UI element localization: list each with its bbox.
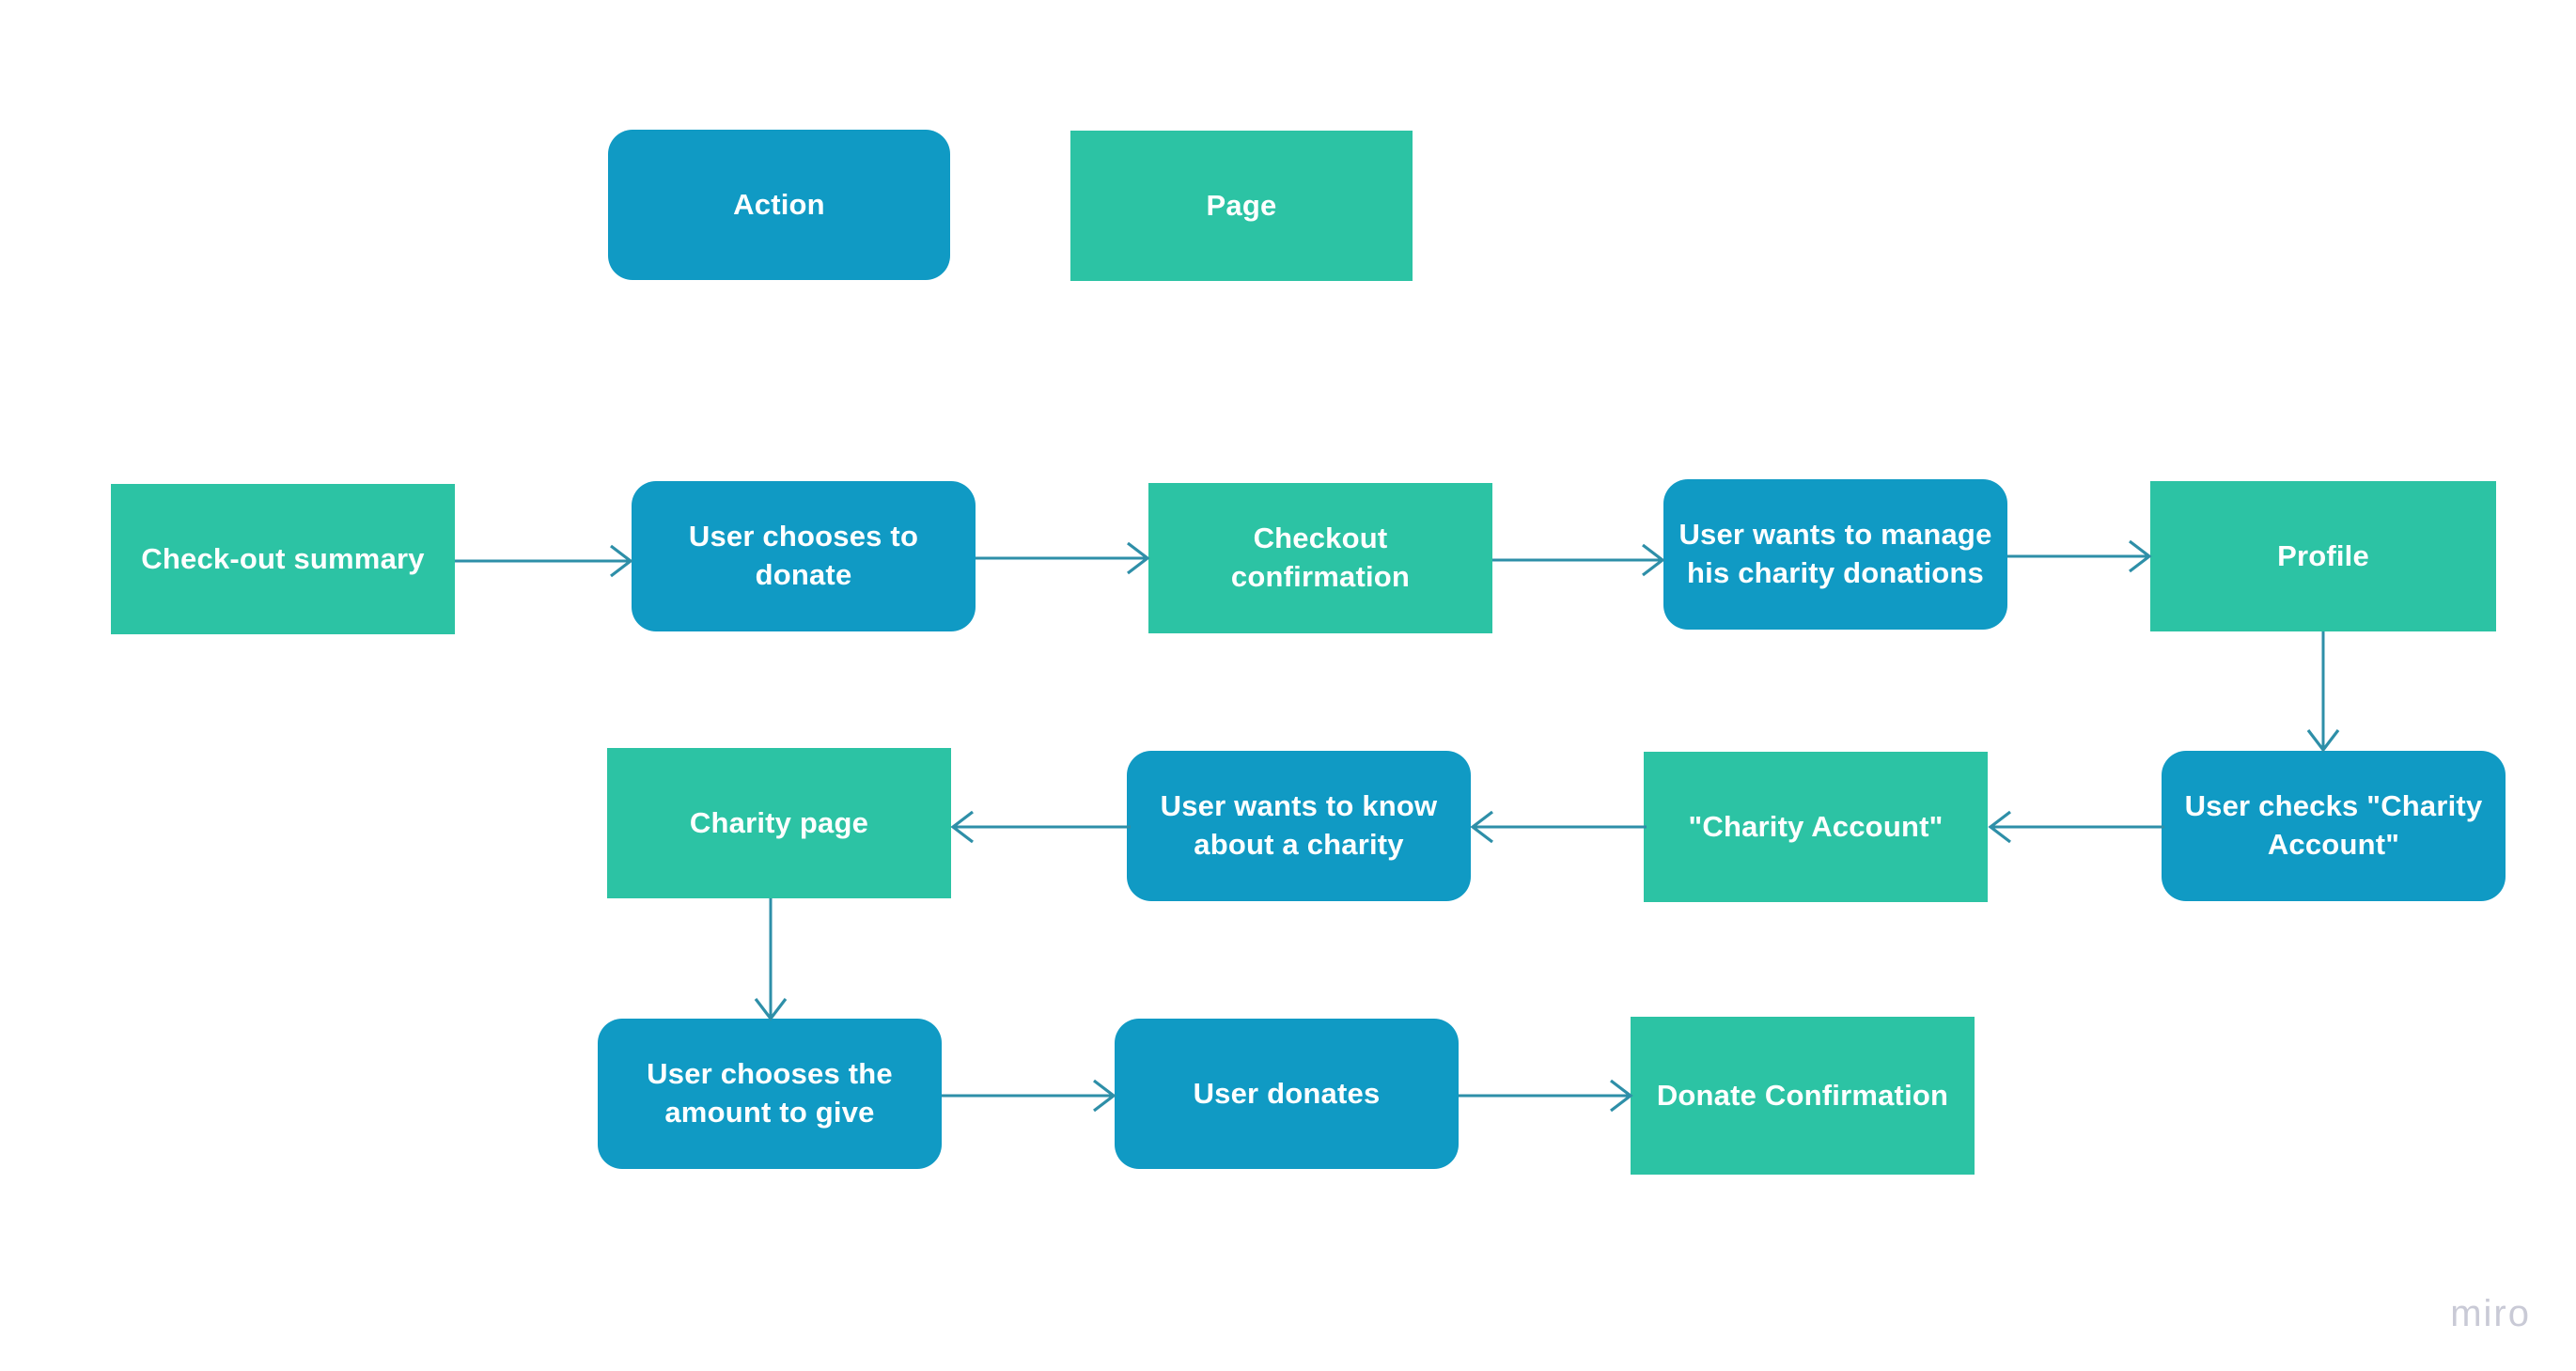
node-donate-confirmation-label: Donate Confirmation	[1656, 1078, 1949, 1112]
node-user-checks-charity-account-label: User checks "Charity Account"	[2184, 789, 2483, 861]
miro-watermark: miro	[2450, 1293, 2531, 1334]
node-charity-page-label: Charity page	[689, 805, 869, 839]
node-user-chooses-to-donate[interactable]: User chooses to donate	[632, 481, 976, 631]
node-user-chooses-amount[interactable]: User chooses the amount to give	[598, 1019, 942, 1169]
edge-checkout-to-donate[interactable]	[455, 540, 635, 582]
node-user-donates-label: User donates	[1193, 1076, 1381, 1110]
node-user-wants-know-charity[interactable]: User wants to know about a charity	[1127, 751, 1471, 901]
node-checkout-confirmation[interactable]: Checkout confirmation	[1148, 483, 1492, 633]
edge-checks-to-charity-account[interactable]	[1986, 806, 2164, 848]
edge-amount-to-donates[interactable]	[942, 1075, 1118, 1116]
node-charity-page[interactable]: Charity page	[607, 748, 951, 898]
node-user-chooses-to-donate-label: User chooses to donate	[688, 520, 919, 591]
node-charity-account-page-label: "Charity Account"	[1688, 809, 1944, 843]
node-profile[interactable]: Profile	[2150, 481, 2496, 631]
node-user-wants-know-charity-label: User wants to know about a charity	[1160, 789, 1438, 861]
node-user-wants-manage-donations[interactable]: User wants to manage his charity donatio…	[1663, 479, 2007, 630]
edge-charity-page-to-amount[interactable]	[750, 898, 791, 1022]
edge-manage-to-profile[interactable]	[2007, 536, 2154, 577]
node-check-out-summary[interactable]: Check-out summary	[111, 484, 455, 634]
edge-donate-to-confirmation[interactable]	[976, 537, 1152, 579]
node-check-out-summary-label: Check-out summary	[141, 541, 425, 575]
edge-know-to-charity-page[interactable]	[948, 806, 1131, 848]
node-checkout-confirmation-label: Checkout confirmation	[1230, 522, 1411, 593]
node-donate-confirmation[interactable]: Donate Confirmation	[1631, 1017, 1975, 1175]
legend-node-page-label: Page	[1206, 188, 1277, 222]
edge-donates-to-donate-confirm[interactable]	[1459, 1075, 1635, 1116]
node-charity-account-page[interactable]: "Charity Account"	[1644, 752, 1988, 902]
legend-node-action-label: Action	[733, 187, 825, 221]
node-user-checks-charity-account[interactable]: User checks "Charity Account"	[2162, 751, 2506, 901]
node-user-wants-manage-donations-label: User wants to manage his charity donatio…	[1678, 518, 1992, 589]
edge-profile-to-checks-account[interactable]	[2303, 631, 2344, 754]
node-user-chooses-amount-label: User chooses the amount to give	[647, 1057, 893, 1129]
legend-node-action[interactable]: Action	[608, 130, 950, 280]
node-user-donates[interactable]: User donates	[1115, 1019, 1459, 1169]
edge-confirmation-to-manage[interactable]	[1492, 539, 1667, 581]
legend-node-page[interactable]: Page	[1070, 131, 1413, 281]
node-profile-label: Profile	[2277, 538, 2369, 572]
edge-charity-account-to-know[interactable]	[1468, 806, 1647, 848]
